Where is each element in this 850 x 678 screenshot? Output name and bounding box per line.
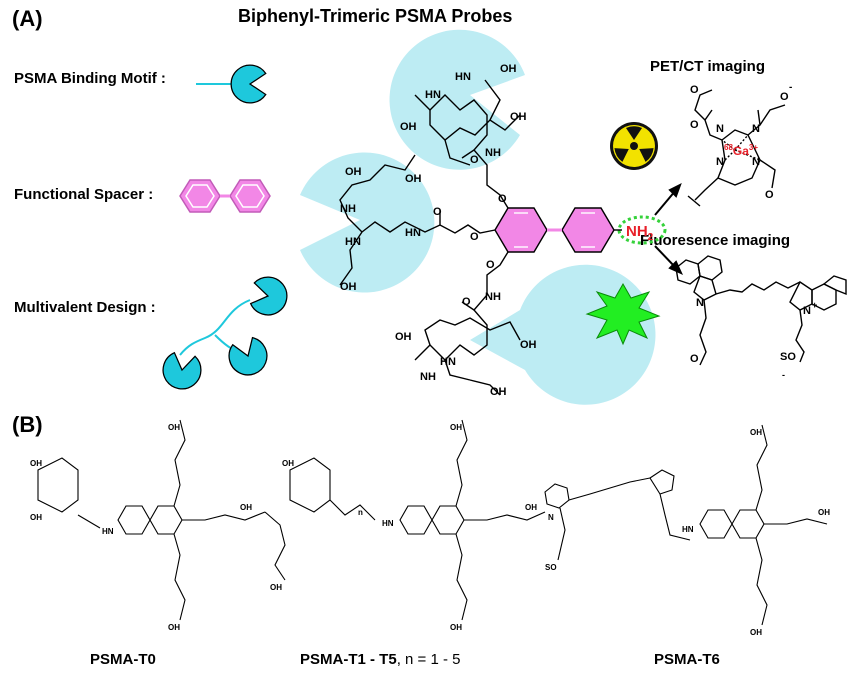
svg-text:NH: NH bbox=[340, 203, 356, 215]
binding-motif-shade-bottom bbox=[470, 264, 656, 405]
svg-text:OH: OH bbox=[500, 63, 517, 75]
binding-motif-shade-left bbox=[300, 152, 435, 293]
legend-biphenyl-spacer-graphic bbox=[179, 179, 271, 213]
central-atom-labels: O O O O O O NH NH HN OH OH OH HN HN OH O… bbox=[340, 63, 537, 398]
central-biphenyl-core bbox=[494, 207, 615, 253]
svg-text:O: O bbox=[498, 193, 507, 205]
svg-text:OH: OH bbox=[818, 508, 830, 517]
svg-text:O: O bbox=[470, 154, 479, 166]
panel-b-label: (B) bbox=[12, 412, 43, 437]
svg-text:SO: SO bbox=[780, 351, 796, 363]
trimer-arm-bonds bbox=[339, 79, 521, 396]
imaging-arrows bbox=[654, 182, 684, 276]
amine-highlight bbox=[617, 215, 667, 245]
svg-text:NH: NH bbox=[485, 147, 501, 159]
structure-psma-t1-t5 bbox=[289, 419, 546, 621]
svg-text:NH: NH bbox=[420, 371, 436, 383]
cyanine-atom-labels: N N + O SO - bbox=[690, 297, 817, 380]
cyanine-dye bbox=[675, 255, 847, 366]
svg-text:O: O bbox=[690, 119, 699, 131]
panel-a-label: (A) bbox=[12, 6, 43, 31]
svg-text:OH: OH bbox=[395, 331, 412, 343]
radioactive-icon bbox=[610, 122, 658, 170]
svg-text:O: O bbox=[486, 259, 495, 271]
svg-text:OH: OH bbox=[510, 111, 527, 123]
svg-text:OH: OH bbox=[450, 623, 462, 632]
dota-ga-chelate bbox=[687, 89, 786, 207]
svg-text:OH: OH bbox=[750, 628, 762, 637]
svg-text:NH: NH bbox=[485, 291, 501, 303]
caption-psma-t6: PSMA-T6 bbox=[654, 651, 720, 668]
gallium-label: 68Ga3+ bbox=[724, 143, 758, 158]
caption-psma-t1-t5: PSMA-T1 - T5, n = 1 - 5 bbox=[300, 651, 461, 668]
svg-text:OH: OH bbox=[400, 121, 417, 133]
svg-text:O: O bbox=[690, 84, 699, 96]
legend-binding-motif-graphic bbox=[196, 64, 267, 104]
panel-b-atom-labels: OH OH HN OH OH OH OH OH n HN OH OH OH N … bbox=[30, 423, 830, 637]
svg-text:OH: OH bbox=[168, 623, 180, 632]
svg-text:OH: OH bbox=[450, 423, 462, 432]
svg-text:HN: HN bbox=[682, 525, 694, 534]
svg-text:O: O bbox=[690, 353, 699, 365]
svg-text:N: N bbox=[696, 297, 704, 309]
svg-text:N: N bbox=[716, 156, 724, 168]
svg-text:OH: OH bbox=[168, 423, 180, 432]
svg-text:+: + bbox=[812, 300, 817, 310]
svg-text:OH: OH bbox=[282, 459, 294, 468]
fluorescence-imaging-label: Fluoresence imaging bbox=[640, 232, 791, 249]
svg-text:O: O bbox=[470, 231, 479, 243]
svg-text:OH: OH bbox=[520, 339, 537, 351]
svg-text:OH: OH bbox=[270, 583, 282, 592]
svg-text:HN: HN bbox=[440, 356, 456, 368]
svg-text:O: O bbox=[433, 206, 442, 218]
svg-text:N: N bbox=[752, 156, 760, 168]
svg-text:HN: HN bbox=[425, 89, 441, 101]
legend-multivalent-graphic bbox=[159, 274, 291, 393]
legend-multivalent-label: Multivalent Design : bbox=[14, 299, 156, 316]
structure-psma-t0 bbox=[37, 419, 286, 621]
svg-text:HN: HN bbox=[345, 236, 361, 248]
svg-text:OH: OH bbox=[750, 428, 762, 437]
svg-text:OH: OH bbox=[345, 166, 362, 178]
caption-psma-t0: PSMA-T0 bbox=[90, 651, 156, 668]
svg-text:O: O bbox=[780, 91, 789, 103]
svg-text:OH: OH bbox=[30, 459, 42, 468]
svg-text:N: N bbox=[752, 123, 760, 135]
svg-text:SO: SO bbox=[545, 563, 557, 572]
binding-motif-shade-top bbox=[389, 29, 525, 170]
svg-text:-: - bbox=[782, 370, 785, 380]
svg-text:HN: HN bbox=[405, 227, 421, 239]
svg-text:O: O bbox=[765, 189, 774, 201]
svg-text:HN: HN bbox=[102, 527, 114, 536]
svg-text:HN: HN bbox=[455, 71, 471, 83]
dota-atom-labels: N N N N O O O O - bbox=[690, 82, 792, 201]
svg-text:OH: OH bbox=[340, 281, 357, 293]
svg-text:OH: OH bbox=[30, 513, 42, 522]
svg-text:N: N bbox=[716, 123, 724, 135]
svg-text:OH: OH bbox=[490, 386, 507, 398]
structure-psma-t6 bbox=[544, 424, 828, 626]
svg-text:OH: OH bbox=[240, 503, 252, 512]
figure-title: Biphenyl-Trimeric PSMA Probes bbox=[238, 6, 513, 26]
svg-text:OH: OH bbox=[405, 173, 422, 185]
amine-label: NH2 bbox=[626, 223, 654, 243]
svg-text:HN: HN bbox=[382, 519, 394, 528]
pet-ct-imaging-label: PET/CT imaging bbox=[650, 58, 766, 75]
legend-binding-motif-label: PSMA Binding Motif : bbox=[14, 70, 166, 87]
svg-text:O: O bbox=[462, 296, 471, 308]
svg-text:N: N bbox=[803, 305, 811, 317]
svg-text:OH: OH bbox=[525, 503, 537, 512]
legend-spacer-label: Functional Spacer : bbox=[14, 186, 154, 203]
svg-text:N: N bbox=[548, 513, 554, 522]
svg-text:n: n bbox=[358, 508, 363, 517]
fluorescence-burst-icon bbox=[585, 282, 661, 346]
svg-text:-: - bbox=[789, 82, 792, 93]
